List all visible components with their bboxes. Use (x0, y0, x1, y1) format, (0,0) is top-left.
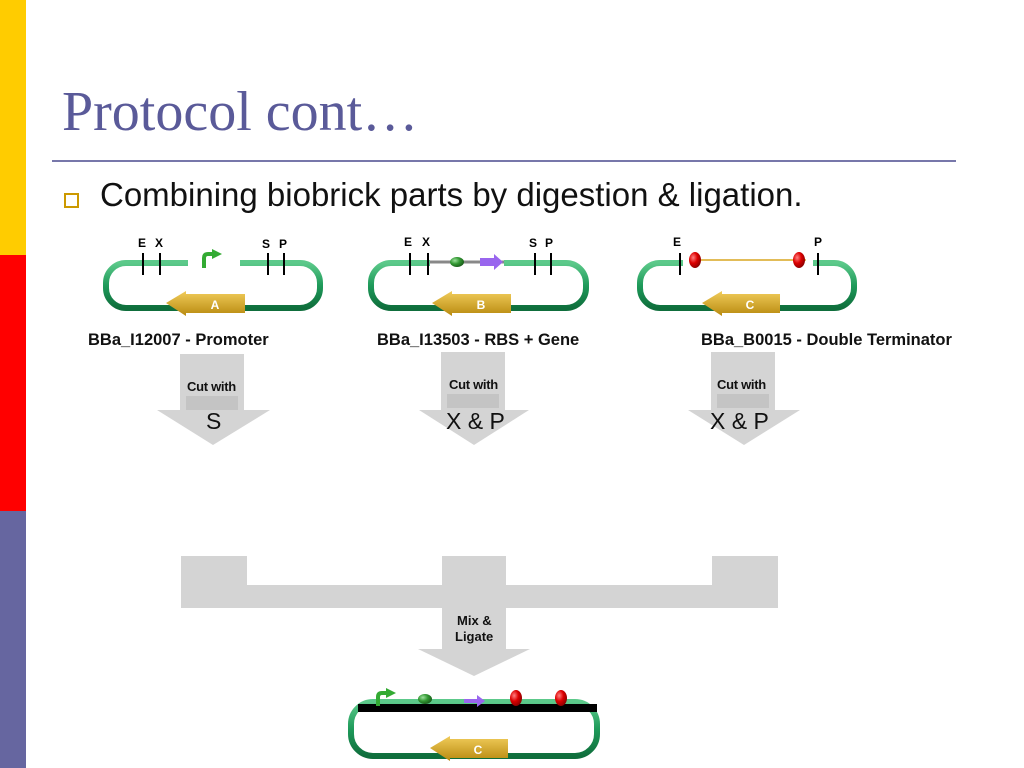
part-arrow-result: C (430, 736, 508, 761)
terminator-icon-1 (510, 690, 522, 706)
site-e-b: E (404, 235, 412, 249)
site-x-a: X (155, 236, 163, 250)
promoter-icon (202, 249, 222, 268)
cut-label-a: Cut with (187, 379, 236, 394)
svg-text:A: A (211, 298, 220, 312)
accent-bar-blue (0, 511, 26, 768)
svg-text:C: C (746, 298, 755, 312)
cut-label-b: Cut with (449, 377, 498, 392)
terminator-icon-1 (689, 252, 701, 268)
site-p-c: P (814, 235, 822, 249)
part-label-b: BBa_I13503 - RBS + Gene (377, 331, 580, 349)
part-label-c: BBa_B0015 - Double Terminator (701, 331, 952, 349)
part-arrow-c: C (702, 291, 780, 316)
rbs-icon (418, 694, 432, 704)
site-e-c: E (673, 235, 681, 249)
bullet-icon (64, 193, 79, 208)
slide-title: Protocol cont… (62, 81, 419, 143)
cut-label-c: Cut with (717, 377, 766, 392)
site-p-b: P (545, 236, 553, 250)
plasmid-a: E X S P A (103, 236, 323, 316)
site-x-b: X (422, 235, 430, 249)
cut-arrow-c (688, 352, 800, 445)
result-plasmid: C (348, 688, 600, 761)
accent-bar-yellow (0, 0, 26, 255)
title-divider (52, 160, 956, 162)
site-p-a: P (279, 237, 287, 251)
mix-label: Mix & (457, 613, 492, 628)
gene-icon (480, 254, 503, 270)
plasmid-b: E X S P B (368, 235, 589, 316)
part-arrow-a: A (166, 291, 245, 316)
cut-arrow-a (157, 354, 270, 445)
part-label-a: BBa_I12007 - Promoter (88, 331, 269, 349)
svg-text:C: C (474, 743, 483, 757)
svg-text:B: B (477, 298, 486, 312)
site-e-a: E (138, 236, 146, 250)
accent-bar-red (0, 255, 26, 511)
part-arrow-b: B (432, 291, 511, 316)
ligate-label: Ligate (455, 629, 494, 644)
terminator-icon-2 (555, 690, 567, 706)
enzyme-label-c: X & P (710, 408, 769, 434)
bullet-text: Combining biobrick parts by digestion & … (100, 176, 803, 213)
site-s-b: S (529, 236, 537, 250)
enzyme-label-b: X & P (446, 408, 505, 434)
cut-arrow-b (419, 352, 529, 445)
site-s-a: S (262, 237, 270, 251)
rbs-icon (450, 257, 464, 267)
terminator-icon-2 (793, 252, 805, 268)
combine-bracket (181, 556, 778, 676)
enzyme-label-a: S (206, 408, 222, 434)
promoter-icon (376, 688, 396, 706)
gene-icon (464, 695, 485, 707)
plasmid-c: E P C (637, 235, 857, 316)
